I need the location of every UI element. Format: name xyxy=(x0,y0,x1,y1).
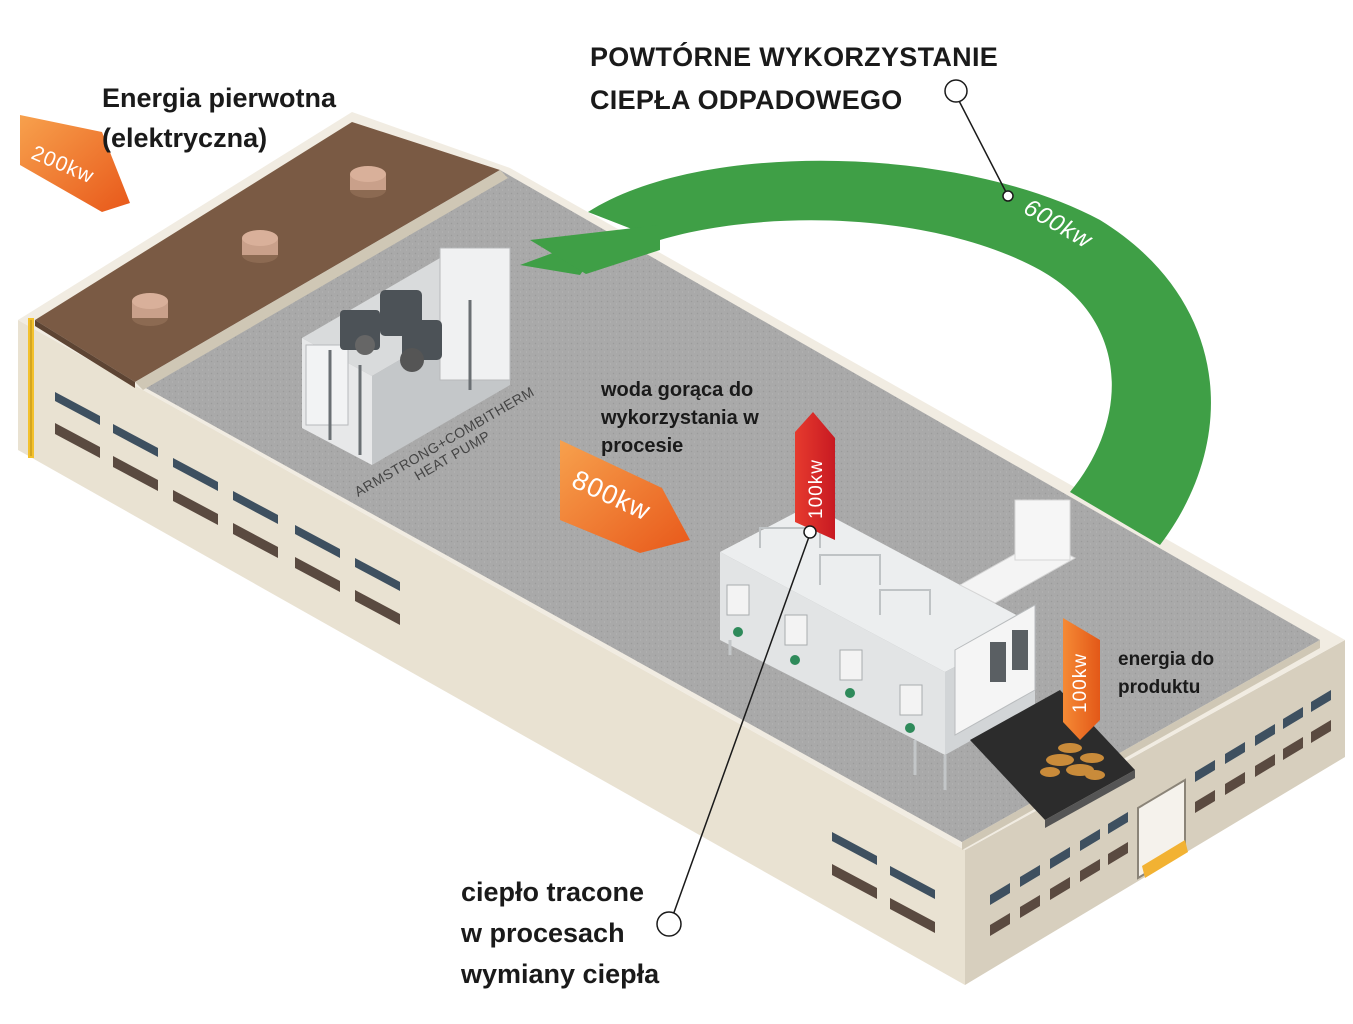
product-energy-arrow: 100kw xyxy=(1063,618,1100,740)
primary-energy-line-2: (elektryczna) xyxy=(102,123,268,153)
building-left-wall xyxy=(18,320,965,985)
waste-heat-reuse-line-2: CIEPŁA ODPADOWEGO xyxy=(590,85,903,115)
waste-heat-recovery-arrow: 600kw xyxy=(520,160,1211,545)
loading-door xyxy=(1137,778,1188,880)
heat-loss-line-1: ciepło tracone xyxy=(461,877,645,907)
heat-loss-value: 100kw xyxy=(806,459,827,519)
energy-to-product-line-2: produktu xyxy=(1118,677,1201,698)
heat-loss-arrow: 100kw xyxy=(795,412,835,540)
roof-vents xyxy=(132,166,386,326)
energy-to-product-label: energia do produktu xyxy=(1118,646,1214,702)
hot-water-label: woda gorąca do wykorzystania w procesie xyxy=(601,376,759,460)
product-energy-value: 100kw xyxy=(1070,653,1091,713)
conveyor-belt xyxy=(970,690,1135,828)
hot-water-line-3: procesie xyxy=(601,435,684,457)
heat-loss-line-2: w procesach xyxy=(461,918,625,948)
hot-water-line-2: wykorzystania w xyxy=(601,407,759,429)
primary-energy-line-1: Energia pierwotna xyxy=(102,83,337,113)
heat-loss-line-3: wymiany ciepła xyxy=(461,959,660,989)
waste-heat-reuse-label: POWTÓRNE WYKORZYSTANIE CIEPŁA ODPADOWEGO xyxy=(590,36,998,122)
factory-building xyxy=(18,112,1345,985)
process-machine xyxy=(720,499,1077,790)
left-wall-windows xyxy=(55,392,935,933)
primary-energy-label: Energia pierwotna (elektryczna) xyxy=(102,78,336,158)
heat-loss-label: ciepło tracone w procesach wymiany ciepł… xyxy=(461,872,659,995)
hot-water-line-1: woda gorąca do xyxy=(601,379,754,401)
callout-lines xyxy=(656,79,1014,937)
right-wall-windows xyxy=(990,690,1331,936)
waste-heat-reuse-line-1: POWTÓRNE WYKORZYSTANIE xyxy=(590,42,999,72)
energy-to-product-line-1: energia do xyxy=(1118,649,1215,670)
